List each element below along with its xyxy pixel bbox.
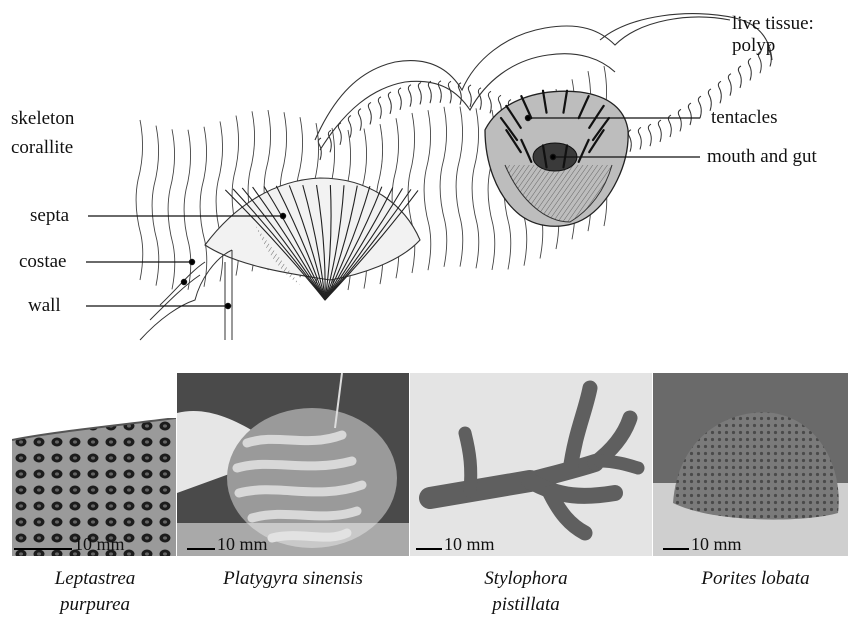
stylophora-texture (410, 373, 652, 556)
fringe-tentacle (738, 66, 741, 88)
label-skeleton-line2: corallite (11, 137, 74, 159)
scalebar-4-bar (663, 548, 689, 550)
caption-1-line1: Leptastrea (0, 566, 200, 592)
fringe-tentacle (478, 88, 481, 110)
skeleton-plate (184, 130, 191, 290)
fringe-tentacle (688, 103, 691, 125)
fringe-tentacle (448, 81, 451, 103)
fringe-tentacle (408, 85, 411, 107)
fringe-tentacle (438, 81, 441, 103)
scalebar-4-label: 10 mm (691, 534, 742, 554)
label-skeleton: skeleton corallite (11, 108, 74, 159)
skeleton-plate (424, 110, 431, 270)
photo-leptastrea-purpurea: 10 mm (12, 418, 176, 556)
scalebar-3-label: 10 mm (444, 534, 495, 554)
fringe-tentacle (358, 109, 361, 131)
fringe-tentacle (728, 74, 731, 96)
fringe-tentacle (428, 81, 431, 103)
label-tentacles: tentacles (711, 107, 777, 129)
scalebar-1-bar (14, 548, 72, 550)
fringe-tentacle (678, 109, 681, 131)
photo-porites-lobata: 10 mm (653, 373, 848, 556)
caption-stylophora-pistillata: Stylophora pistillata (421, 566, 631, 618)
caption-leptastrea-purpurea: Leptastrea purpurea (0, 566, 200, 618)
porites-texture (653, 373, 848, 556)
label-live-tissue: live tissue: polyp (732, 13, 814, 57)
fringe-tentacle (338, 123, 341, 145)
fringe-tentacle (368, 102, 371, 124)
caption-platygyra-sinensis: Platygyra sinensis (188, 566, 398, 592)
scalebar-2-bar (187, 548, 215, 550)
fringe-tentacle (378, 97, 381, 119)
caption-3-line2: pistillata (421, 592, 631, 618)
photo-stylophora-pistillata: 10 mm (410, 373, 652, 556)
skeleton-plate (168, 129, 175, 289)
fringe-tentacle (638, 127, 641, 149)
fringe-tentacle (388, 92, 391, 114)
label-wall: wall (28, 295, 61, 317)
caption-3-line1: Stylophora (421, 566, 631, 592)
scalebar-1: 10 mm (14, 534, 125, 554)
label-live-tissue-line2: polyp (732, 35, 814, 57)
label-costae: costae (19, 251, 66, 273)
skeleton-plate (456, 107, 463, 267)
skeleton-plate (216, 121, 223, 281)
fringe-tentacle (628, 130, 631, 152)
caption-porites-lobata: Porites lobata (663, 566, 848, 592)
fringe-tentacle (488, 91, 491, 113)
corallite-wall (140, 250, 232, 340)
fringe-tentacle (718, 81, 721, 103)
caption-1-line2: purpurea (0, 592, 200, 618)
skeleton-plate (472, 108, 479, 268)
fringe-tentacle (648, 124, 651, 146)
fringe-tentacle (398, 88, 401, 110)
skeleton-plate (136, 120, 143, 280)
scalebar-2-label: 10 mm (217, 534, 268, 554)
label-skeleton-line1: skeleton (11, 108, 74, 130)
platygyra-texture (177, 373, 409, 556)
label-septa: septa (30, 205, 69, 227)
fringe-tentacle (418, 82, 421, 104)
scalebar-4: 10 mm (663, 534, 742, 554)
fringe-tentacle (748, 58, 751, 80)
scalebar-2: 10 mm (187, 534, 268, 554)
caption-4-line1: Porites lobata (663, 566, 848, 592)
fringe-tentacle (658, 120, 661, 142)
scalebar-3-bar (416, 548, 442, 550)
caption-2-line1: Platygyra sinensis (188, 566, 398, 592)
photo-platygyra-sinensis: 10 mm (177, 373, 409, 556)
fringe-tentacle (698, 96, 701, 118)
fringe-tentacle (468, 85, 471, 107)
skeleton-plate (440, 107, 447, 267)
label-mouth-and-gut: mouth and gut (707, 146, 817, 168)
label-live-tissue-line1: live tissue: (732, 13, 814, 35)
scalebar-1-label: 10 mm (74, 534, 125, 554)
scalebar-3: 10 mm (416, 534, 495, 554)
coral-anatomy-illustration (0, 0, 848, 370)
